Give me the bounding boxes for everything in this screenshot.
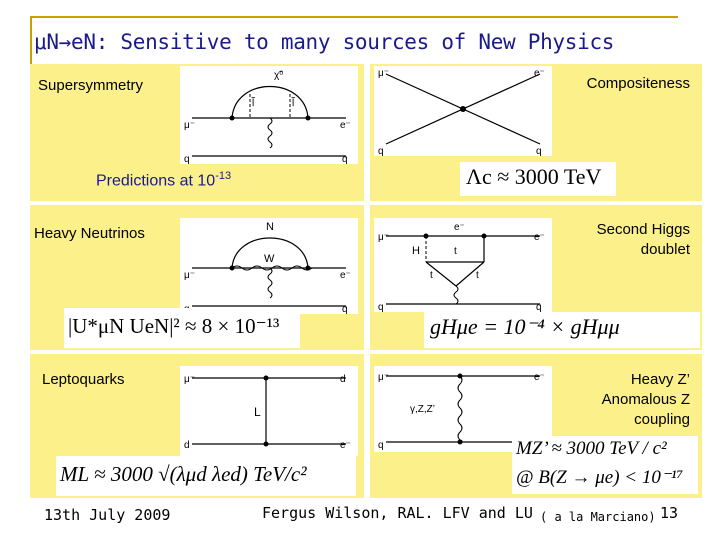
d-label-top: d (340, 374, 346, 385)
electron-label: e⁻ (340, 440, 351, 451)
supersymmetry-diagram: χ̃⁰ l̃ l̃ μ⁻ e⁻ q q (180, 66, 358, 165)
compositeness-diagram: μ⁻ e⁻ q q (374, 66, 552, 157)
quark-label-left: q (378, 440, 384, 451)
heavy-zprime-formula-2: @ B(Z → μe) < 10⁻¹⁷ (516, 467, 684, 488)
footer-author: Fergus Wilson, RAL. LFV and LU (262, 504, 533, 522)
heavy-zprime-formula-1: MZ’ ≈ 3000 TeV / c² (516, 438, 667, 459)
supersymmetry-label: Supersymmetry (38, 77, 144, 94)
muon-label: μ⁻ (378, 232, 389, 243)
electron-label: e⁻ (340, 270, 351, 281)
predictions-text: Predictions at 10-13 (96, 170, 231, 190)
slide-title: μN→eN: Sensitive to many sources of New … (34, 30, 615, 54)
heavy-zprime-formula-box (512, 436, 698, 494)
electron-label: e⁻ (534, 68, 545, 79)
heavy-zprime-label-line1: Heavy Z’ (630, 371, 690, 388)
leptoquarks-formula-box (56, 456, 356, 496)
h-label: H (412, 245, 420, 257)
second-higgs-label-line1: Second Higgs (596, 221, 690, 238)
compositeness-label: Compositeness (586, 75, 690, 92)
second-higgs-formula: gHμe = 10⁻⁴ × gHμμ (430, 314, 620, 339)
predictions-label: Predictions at 10 (96, 172, 216, 190)
leptoquarks-diagram: L μ⁻ d d e⁻ (180, 366, 358, 456)
row-divider-2 (30, 350, 702, 354)
heavy-zprime-diagram: γ,Z,Z’ μ⁻ e⁻ q q (374, 366, 552, 452)
compositeness-formula-box (460, 162, 616, 196)
heavy-neutrinos-formula: |U*μN UeN|² ≈ 8 × 10⁻¹³ (68, 314, 280, 338)
page-number: 13 (660, 504, 679, 522)
quark-label-left: q (378, 302, 384, 312)
l-label: L (254, 405, 261, 419)
quark-label-right: q (536, 302, 542, 312)
t-label-3: t (476, 270, 479, 281)
title-rule-left (30, 16, 32, 64)
leptoquarks-label: Leptoquarks (42, 371, 125, 388)
row-divider-1 (30, 201, 702, 205)
gamma-z-label: γ,Z,Z’ (410, 404, 435, 415)
muon-label: μ⁻ (378, 372, 389, 383)
chi0-label: χ̃⁰ (274, 70, 283, 81)
quark-label-left: q (184, 154, 190, 164)
muon-label: μ⁻ (378, 68, 389, 79)
quark-label-right: q (536, 146, 542, 156)
muon-label: μ⁻ (184, 374, 195, 385)
leptoquarks-formula: ML ≈ 3000 √(λμd λed) TeV/c² (60, 462, 307, 486)
heavy-zprime-label-line2: Anomalous Z (601, 391, 690, 408)
w-label: W (264, 253, 275, 265)
slepton-label-1: l̃ (251, 96, 256, 109)
electron-label: e⁻ (534, 232, 545, 243)
footer-note: ( a la Marciano) (540, 510, 656, 524)
muon-label: μ⁻ (184, 120, 195, 131)
heavy-neutrinos-diagram: N W μ⁻ e⁻ q q (180, 218, 358, 315)
heavy-zprime-label: Heavy Z’ Anomalous Z coupling (560, 370, 690, 430)
second-higgs-diagram: e⁻ H t t t μ⁻ e⁻ q q (374, 218, 552, 313)
t-label-2: t (430, 270, 433, 281)
quark-label-right: q (342, 304, 348, 314)
quark-label-left: q (378, 146, 384, 156)
electron-label: e⁻ (534, 372, 545, 383)
second-higgs-label-line2: doublet (640, 241, 690, 258)
t-label-1: t (454, 246, 457, 257)
predictions-exponent: -13 (215, 170, 232, 182)
second-higgs-label: Second Higgs doublet (560, 220, 690, 260)
footer-date: 13th July 2009 (44, 506, 171, 524)
slepton-label-2: l̃ (291, 96, 296, 109)
second-higgs-formula-box (424, 312, 700, 348)
electron-label: e⁻ (340, 120, 351, 131)
n-label: N (266, 221, 274, 233)
d-label-left: d (184, 440, 190, 451)
column-divider (364, 64, 370, 498)
muon-label: μ⁻ (184, 270, 195, 281)
heavy-neutrinos-label: Heavy Neutrinos (34, 225, 145, 242)
electron-label-top: e⁻ (454, 222, 465, 233)
heavy-zprime-label-line3: coupling (634, 411, 690, 428)
title-rule (30, 16, 678, 18)
heavy-neutrinos-formula-box (64, 308, 300, 348)
compositeness-formula: Λc ≈ 3000 TeV (466, 164, 602, 189)
quark-label-right: q (342, 154, 348, 164)
